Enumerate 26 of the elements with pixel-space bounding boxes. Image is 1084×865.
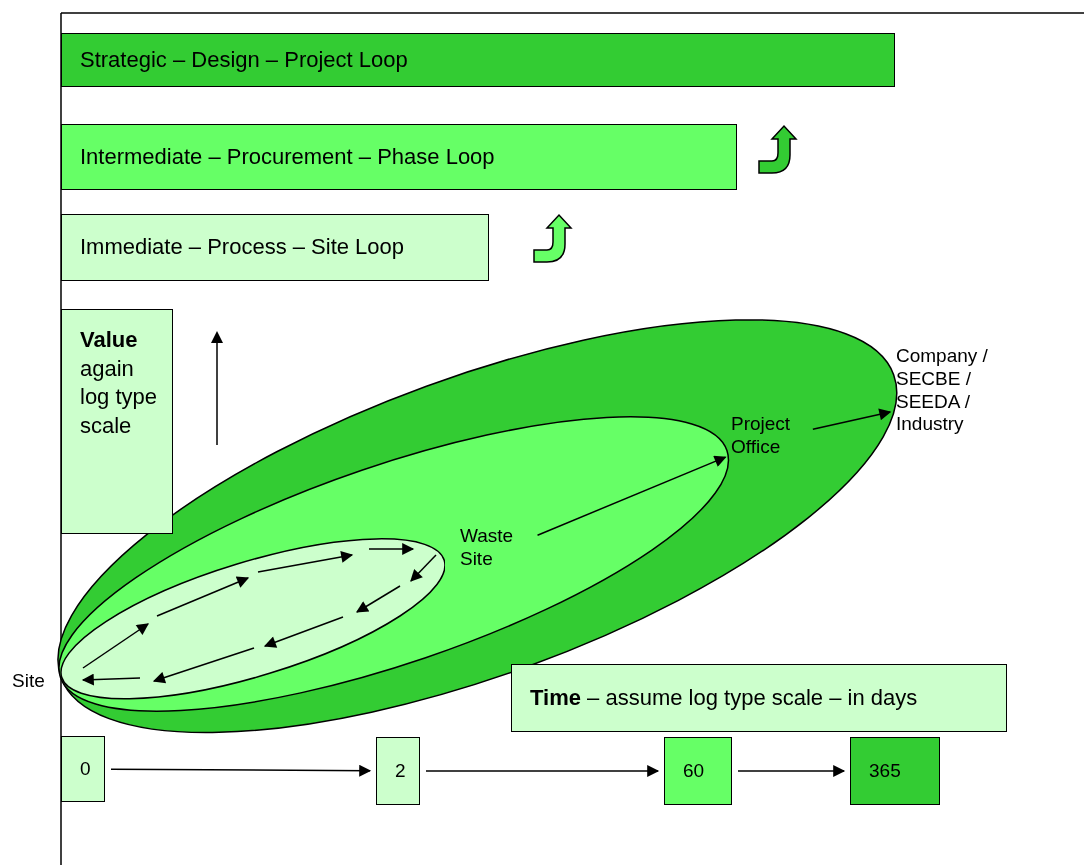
box-label: Immediate – Process – Site Loop bbox=[80, 234, 405, 261]
box-label: 60 bbox=[683, 759, 705, 783]
place-label: Company / SECBE / SEEDA / Industry bbox=[896, 345, 989, 437]
text-box bbox=[61, 309, 173, 534]
box-label: 2 bbox=[395, 759, 406, 783]
text-box bbox=[61, 736, 105, 802]
box-label: Intermediate – Procurement – Phase Loop bbox=[80, 143, 495, 171]
place-label: Site bbox=[12, 670, 45, 692]
arrow bbox=[737, 765, 846, 777]
text-box bbox=[61, 33, 895, 87]
box-label: 0 bbox=[80, 757, 91, 781]
text-box bbox=[376, 737, 420, 805]
text-box bbox=[61, 124, 737, 190]
text-box bbox=[61, 214, 489, 281]
box-label: 365 bbox=[869, 759, 901, 783]
arrow bbox=[425, 765, 660, 777]
box-label: Value again log type scale bbox=[80, 326, 159, 440]
arrow bbox=[110, 764, 372, 777]
arrow bbox=[536, 455, 727, 536]
arrow bbox=[812, 408, 892, 430]
box-label: Strategic – Design – Project Loop bbox=[80, 46, 408, 74]
text-box bbox=[511, 664, 1007, 732]
text-box bbox=[850, 737, 940, 805]
text-box bbox=[664, 737, 732, 805]
ellipse-region bbox=[59, 538, 446, 700]
box-label: Time – assume log type scale – in days bbox=[530, 684, 918, 712]
